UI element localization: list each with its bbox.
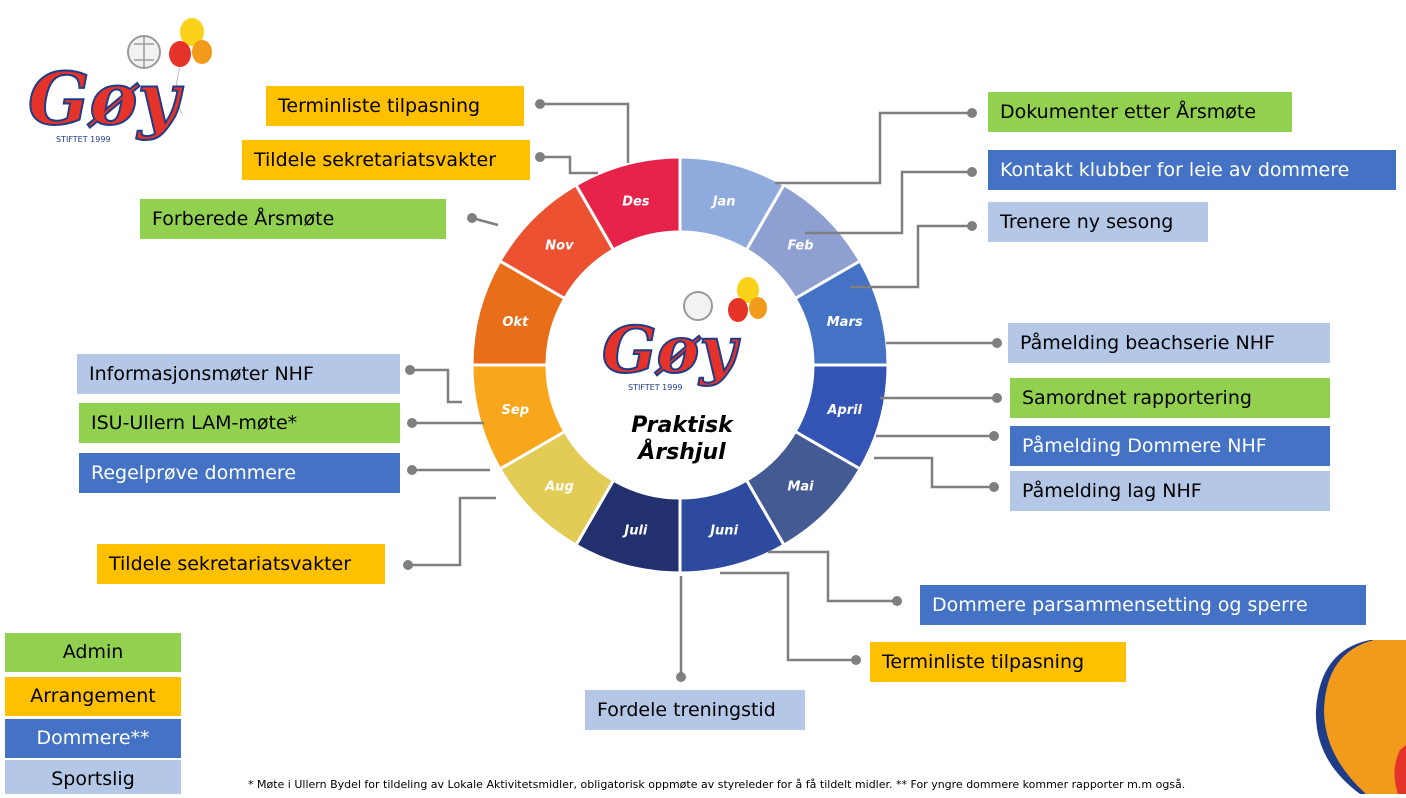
connector-line [768,550,897,603]
connector-dot [989,482,999,492]
task-dokumenter: Dokumenter etter Årsmøte [988,92,1292,132]
task-informasjon: Informasjonsmøter NHF [77,354,400,394]
task-pamelding-dommere: Påmelding Dommere NHF [1010,426,1330,466]
connector-dot [851,655,861,665]
legend-arrangement: Arrangement [5,677,181,716]
task-samordnet: Samordnet rapportering [1010,378,1330,418]
center-title: Praktisk Årshjul [582,412,782,466]
connector-dot [967,221,977,231]
connector-line [720,571,856,662]
task-fordele: Fordele treningstid [585,690,805,730]
month-label-april: April [826,403,862,418]
month-label-okt: Okt [502,315,529,330]
balloon-icon [169,41,191,67]
footnote: * Møte i Ullern Bydel for tildeling av L… [248,778,1186,791]
task-trenere: Trenere ny sesong [988,202,1208,242]
task-beachserie: Påmelding beachserie NHF [1008,323,1330,363]
connector-dot [992,338,1002,348]
svg-text:Gøy: Gøy [602,313,740,388]
month-label-sep: Sep [502,403,530,418]
center-title-line1: Praktisk [631,413,733,438]
month-label-aug: Aug [544,480,574,495]
connector-dot [535,99,545,109]
goy-logo: Gøy STIFTET 1999 [22,14,222,144]
svg-text:STIFTET 1999: STIFTET 1999 [628,383,683,392]
task-terminliste-des: Terminliste tilpasning [266,86,524,126]
month-label-nov: Nov [545,238,574,253]
connector-dot [403,560,413,570]
center-title-line2: Årshjul [638,440,726,465]
connector-dot [967,108,977,118]
month-label-des: Des [622,194,650,209]
connector-line [540,102,630,163]
connector-line [874,456,994,489]
connector-dot [989,431,999,441]
connector-line [775,111,972,185]
legend-admin: Admin [5,633,181,672]
connector-dot [676,672,686,682]
task-isu: ISU-Ullern LAM-møte* [79,403,400,443]
task-regelprove: Regelprøve dommere [79,453,400,493]
svg-text:STIFTET 1999: STIFTET 1999 [56,135,111,144]
month-label-feb: Feb [788,238,814,253]
connector-line [408,496,496,567]
connector-dot [967,167,977,177]
svg-text:Gøy: Gøy [28,56,184,141]
task-tildele-aug: Tildele sekretariatsvakter [97,544,385,584]
connector-line [410,368,462,404]
task-parsammensetting: Dommere parsammensetting og sperre [920,585,1366,625]
connector-dot [407,418,417,428]
connector-dot [407,465,417,475]
month-label-mai: Mai [787,480,814,495]
month-label-mars: Mars [827,315,863,330]
task-pamelding-lag: Påmelding lag NHF [1010,471,1330,511]
connector-dot [892,596,902,606]
task-terminliste-jun: Terminliste tilpasning [870,642,1126,682]
balloon-icon [180,18,204,46]
month-label-jan: Jan [710,194,736,209]
legend-sportslig: Sportslig [5,760,181,794]
connector-dot [467,213,477,223]
goy-logo-center: Gøy STIFTET 1999 [598,276,773,396]
balloon-icon [1315,640,1406,794]
connector-line [805,170,972,235]
legend-dommere: Dommere** [5,719,181,758]
task-forberede: Forberede Årsmøte [140,199,446,239]
connector-dot [535,152,545,162]
month-label-juni: Juni [707,524,738,539]
task-tildele-des: Tildele sekretariatsvakter [242,140,530,180]
connector-dot [992,393,1002,403]
connector-dot [405,365,415,375]
connector-line [540,155,598,175]
month-label-juli: Juli [621,524,648,539]
connector-line [850,224,972,289]
task-kontakt: Kontakt klubber for leie av dommere [988,150,1396,190]
month-segment-des [573,155,682,252]
